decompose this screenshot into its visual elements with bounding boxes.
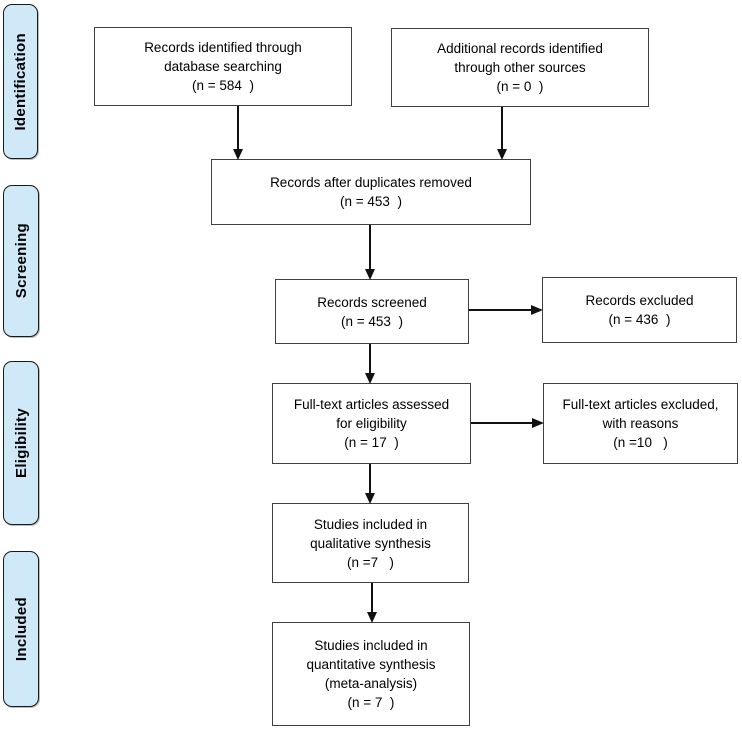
node-text-qualitative-synthesis: Studies included in qualitative synthesi…: [310, 516, 431, 570]
stage-label-screening: Screening: [3, 185, 39, 337]
arrow-fulltext-to-excluded: [471, 418, 544, 428]
node-records-screened: Records screened (n = 453 ): [275, 279, 469, 344]
node-qualitative-synthesis: Studies included in qualitative synthesi…: [272, 503, 469, 583]
stage-label-included: Included: [3, 551, 39, 707]
stage-label-identification: Identification: [3, 4, 38, 159]
node-text-fulltext-assessed: Full-text articles assessed for eligibil…: [293, 397, 450, 450]
node-text-quantitative-synthesis: Studies included in quantitative synthes…: [306, 638, 436, 710]
arrow-qualitative-to-quantitative: [367, 583, 377, 623]
node-text-records-excluded: Records excluded (n = 436 ): [585, 293, 694, 327]
arrow-identified-to-duplicates: [233, 106, 243, 160]
stage-text-screening: Screening: [12, 223, 30, 299]
node-quantitative-synthesis: Studies included in quantitative synthes…: [272, 622, 470, 726]
arrow-additional-to-duplicates: [497, 107, 507, 160]
node-additional-records: Additional records identified through ot…: [391, 28, 649, 107]
node-text-records-identified: Records identified through database sear…: [144, 40, 302, 93]
stage-label-eligibility: Eligibility: [3, 361, 39, 525]
node-fulltext-excluded: Full-text articles excluded, with reason…: [543, 383, 738, 464]
stage-text-included: Included: [12, 596, 30, 662]
node-records-excluded: Records excluded (n = 436 ): [542, 277, 737, 343]
arrow-screened-to-fulltext: [365, 344, 375, 384]
node-records-identified: Records identified through database sear…: [94, 27, 352, 106]
node-text-duplicates-removed: Records after duplicates removed (n = 45…: [270, 175, 472, 209]
arrow-screened-to-excluded: [469, 305, 543, 315]
arrow-duplicates-to-screened: [365, 225, 375, 280]
node-duplicates-removed: Records after duplicates removed (n = 45…: [211, 159, 531, 225]
node-text-fulltext-excluded: Full-text articles excluded, with reason…: [562, 397, 719, 450]
stage-text-eligibility: Eligibility: [12, 408, 30, 478]
node-text-additional-records: Additional records identified through ot…: [437, 41, 603, 94]
arrow-fulltext-to-qualitative: [365, 464, 375, 504]
node-text-records-screened: Records screened (n = 453 ): [317, 294, 427, 329]
stage-text-identification: Identification: [12, 32, 29, 131]
node-fulltext-assessed: Full-text articles assessed for eligibil…: [272, 383, 471, 464]
